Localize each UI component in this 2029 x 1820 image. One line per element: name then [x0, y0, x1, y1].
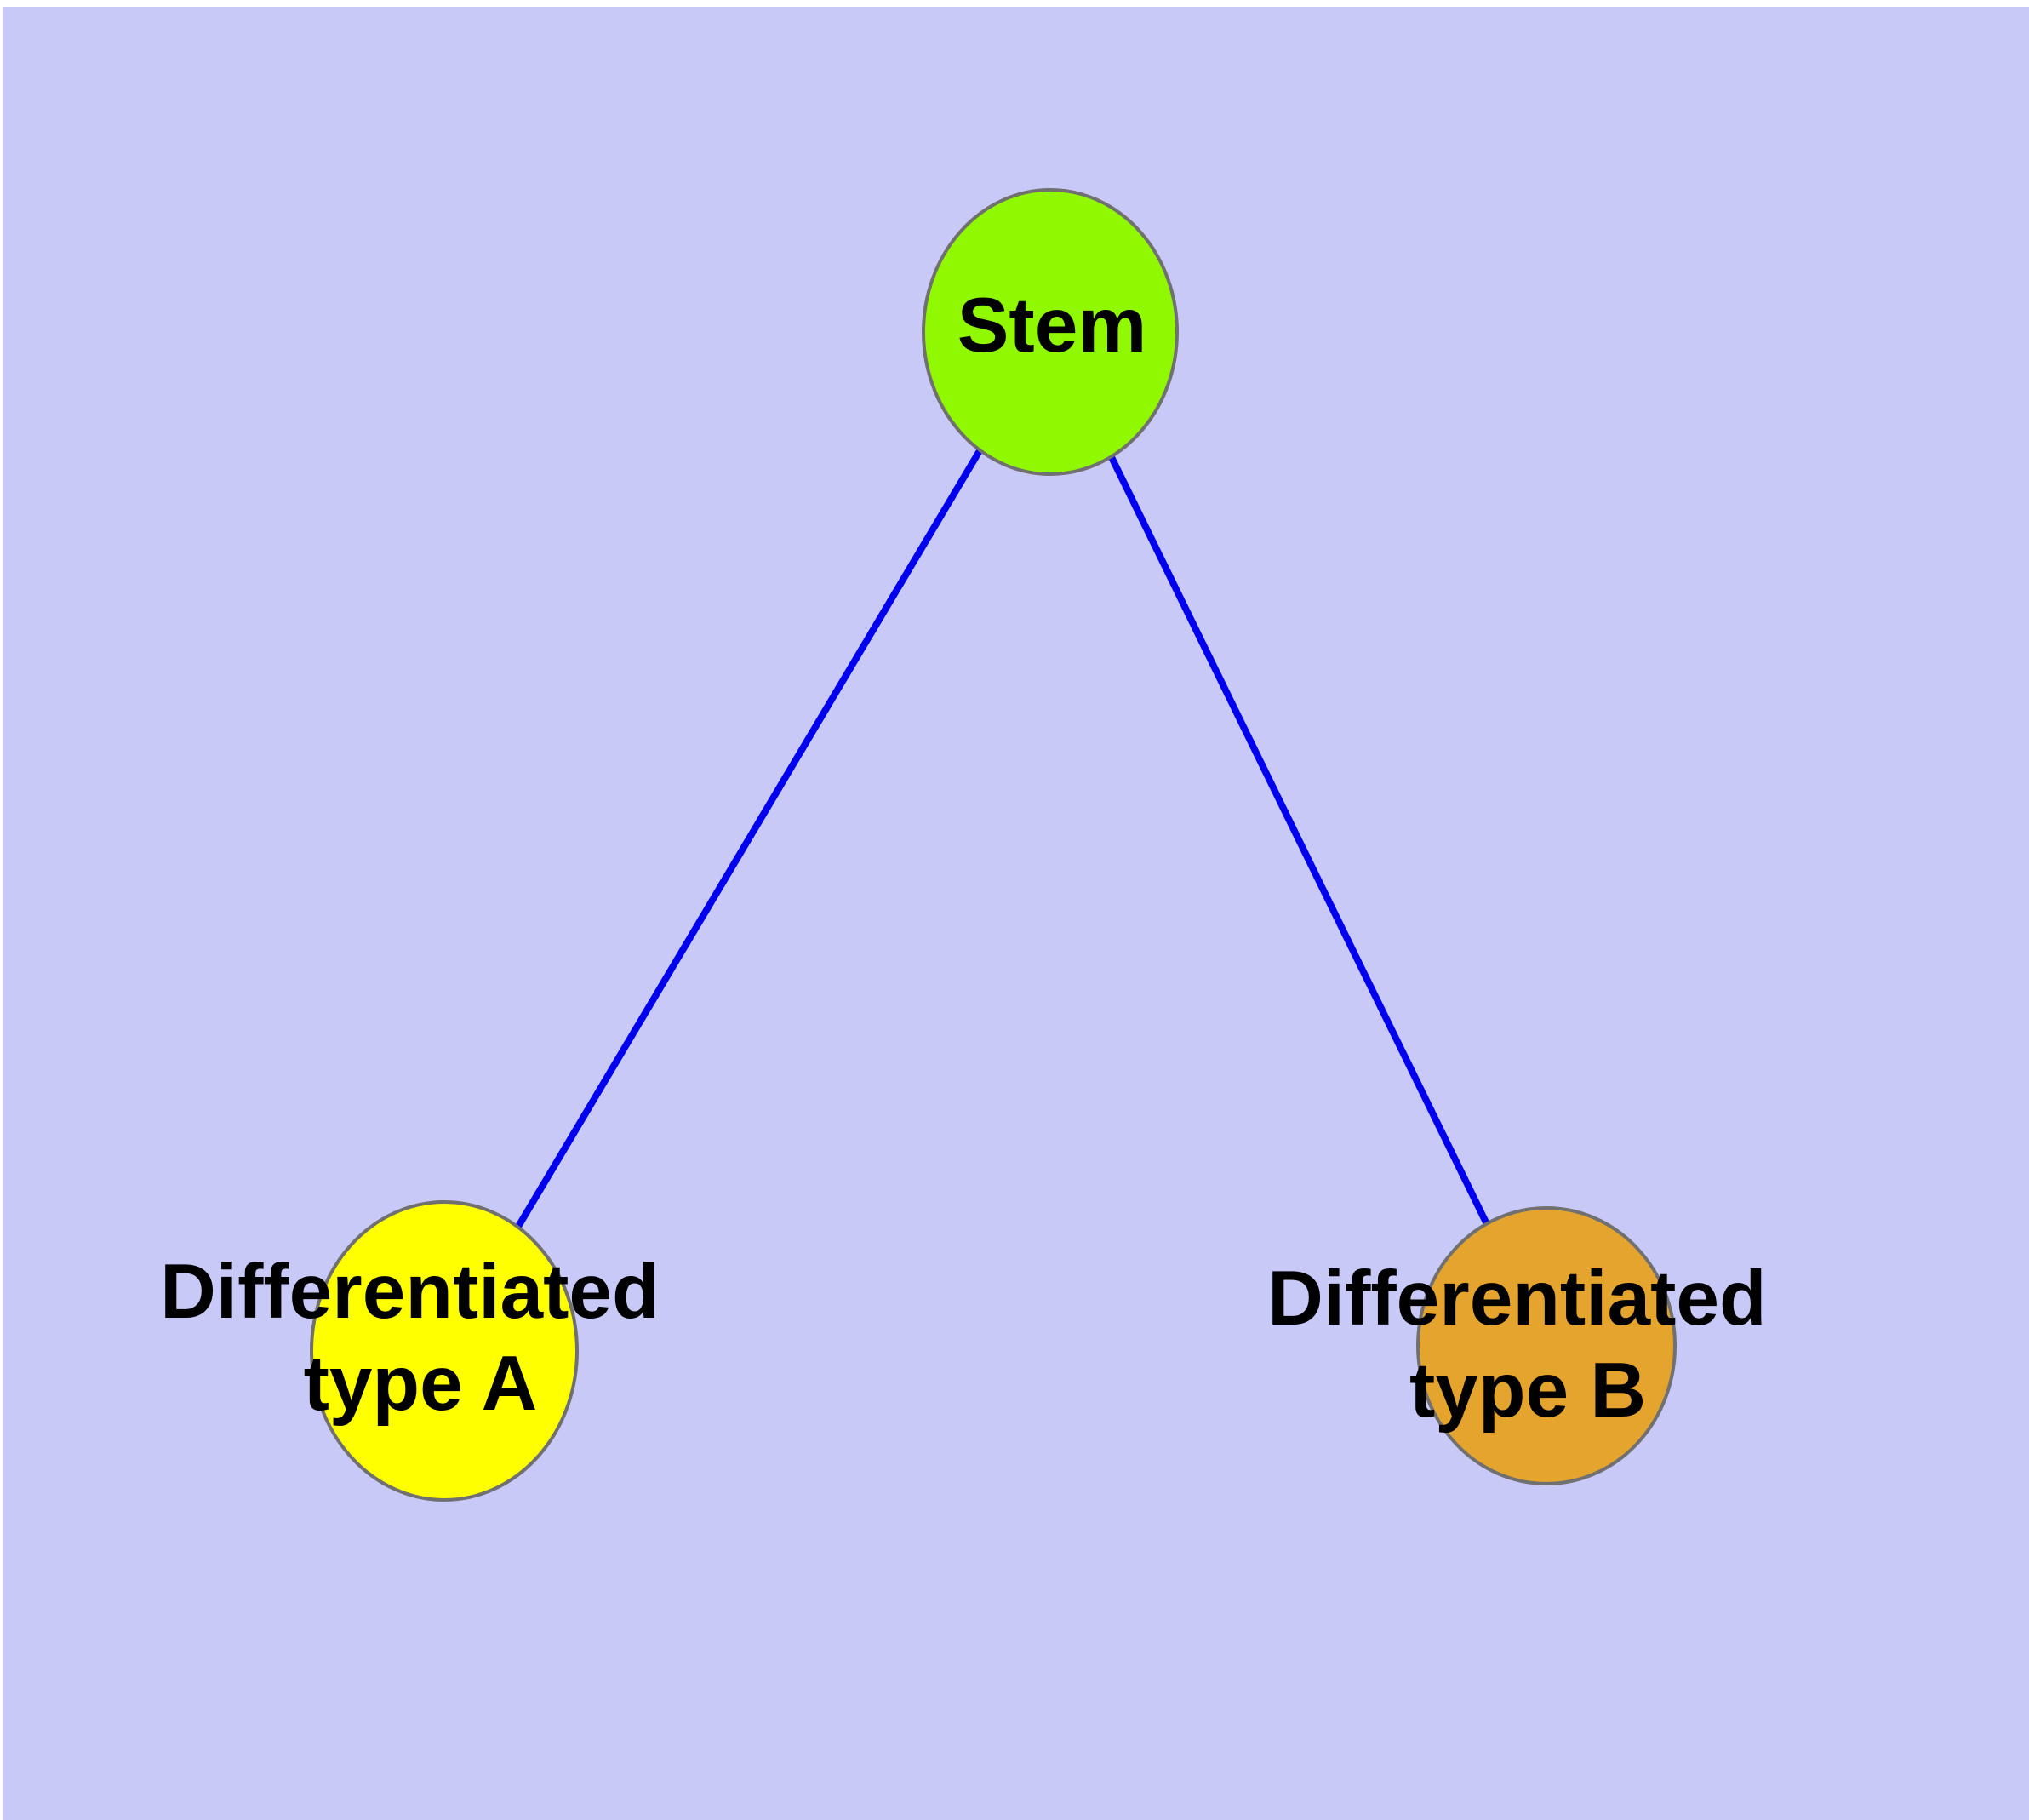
edge-stem-to-type-a: [441, 329, 1054, 1354]
node-type-a-label-line2: type A: [304, 1341, 538, 1427]
node-stem-label: Stem: [957, 283, 1147, 369]
node-type-b: [1416, 1206, 1677, 1485]
node-type-a-label: Differentiated type A: [160, 1249, 681, 1427]
node-type-a: [310, 1200, 579, 1502]
node-type-b-label: Differentiated type B: [1267, 1256, 1788, 1434]
node-stem: [922, 188, 1179, 476]
edge-stem-to-type-b: [1047, 330, 1550, 1348]
node-type-b-label-line1: Differentiated: [1267, 1256, 1767, 1342]
node-type-b-label-line2: type B: [1409, 1348, 1646, 1434]
node-type-a-label-line1: Differentiated: [160, 1249, 660, 1335]
